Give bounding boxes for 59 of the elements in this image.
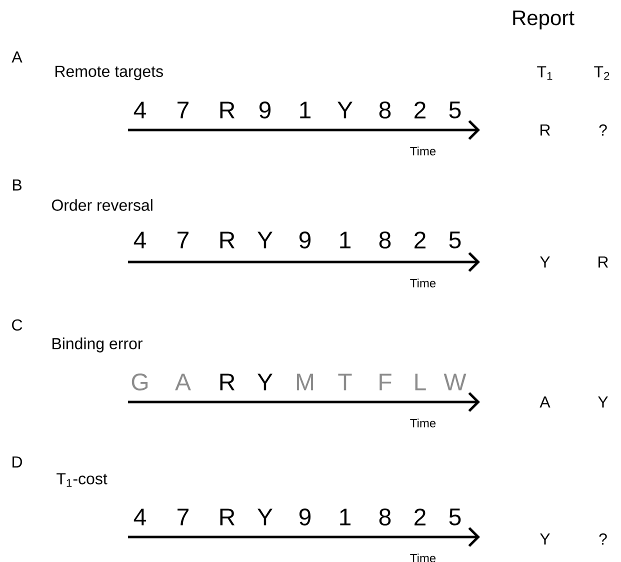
report-value: Y [540,256,550,268]
sequence-character: 1 [300,102,310,118]
sequence-character: 8 [379,102,391,118]
axis-label: Time [410,418,436,428]
sequence-character: 9 [299,508,311,526]
column-heading: T$_{2}$ [594,66,610,80]
column-heading: T$_{1}$ [537,66,552,80]
sequence-character: R [220,508,235,526]
sequence-character: 5 [449,102,461,118]
axis-label: Time [410,278,436,288]
report-value: R [598,256,608,268]
panel-letter: B [13,180,22,190]
sequence-character: G [132,374,148,390]
sequence-character: 9 [259,102,271,118]
panel-title: Order reversal [52,199,152,211]
sequence-character: F [380,374,392,390]
sequence-character: 4 [134,508,146,526]
column-heading: Report [513,10,574,30]
sequence-character: 7 [178,102,188,118]
panel-title: Binding error [52,338,142,352]
report-value: Y [540,533,550,544]
sequence-character: 4 [134,102,146,118]
report-value: A [540,396,550,408]
report-value: ? [599,124,607,136]
sequence-character: 2 [414,232,426,248]
sequence-character: R [220,374,235,390]
sequence-character: 7 [178,508,188,526]
panel-letter: C [12,319,22,331]
axis-label: Time [410,554,436,562]
sequence-character: Y [258,374,272,390]
panel-letter: A [12,52,22,62]
report-value: Y [598,396,608,408]
sequence-character: 1 [340,232,350,248]
sequence-character: L [415,374,426,390]
sequence-character: A [175,374,191,390]
report-value: R [540,124,550,136]
sequence-character: W [444,374,466,390]
sequence-character: 2 [414,508,426,526]
sequence-character: Y [258,508,272,526]
sequence-character: 9 [299,232,311,248]
sequence-character: Y [338,102,352,118]
report-value: ? [599,533,607,545]
panel-letter: D [12,456,22,468]
sequence-character: 2 [414,102,426,118]
sequence-character: 8 [379,508,391,526]
sequence-character: R [220,232,235,248]
sequence-character: 5 [449,232,461,248]
axis-label: Time [410,146,436,156]
sequence-character: 1 [340,508,350,526]
sequence-character: 8 [379,232,391,248]
sequence-character: R [220,102,235,118]
sequence-character: T [338,374,352,390]
panel-title: T$_{1}$-cost [56,473,108,487]
sequence-character: 5 [449,508,461,526]
sequence-character: 4 [134,232,146,248]
sequence-character: M [296,374,314,390]
sequence-character: Y [258,232,272,248]
sequence-character: 7 [178,232,188,248]
panel-title: Remote targets [56,66,163,80]
